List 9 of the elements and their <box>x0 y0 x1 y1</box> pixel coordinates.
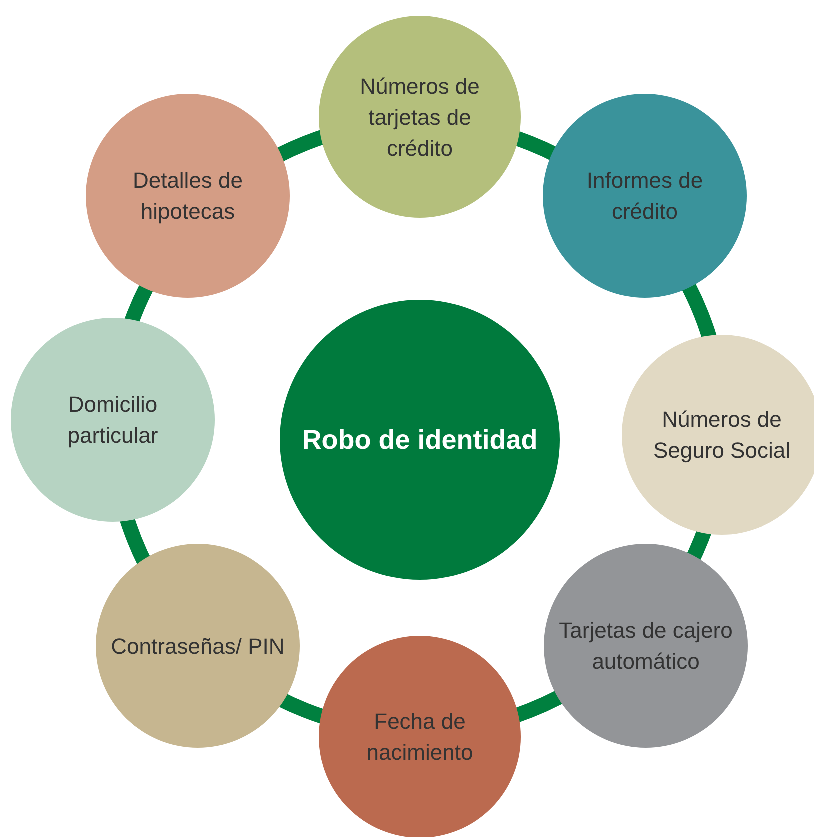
topic-label: Números de Seguro Social <box>652 406 792 465</box>
topic-label: Informes de crédito <box>586 167 704 226</box>
topic-label: Detalles de hipotecas <box>132 167 244 226</box>
topic-label: Fecha de nacimiento <box>366 708 474 767</box>
topic-label: Tarjetas de cajero automático <box>558 617 734 676</box>
topic-label: Contraseñas/ PIN <box>111 632 285 660</box>
topic-label: Números de tarjetas de crédito <box>359 72 481 162</box>
center-title: Robo de identidad <box>302 424 538 457</box>
topic-label: Domicilio particular <box>66 391 160 450</box>
